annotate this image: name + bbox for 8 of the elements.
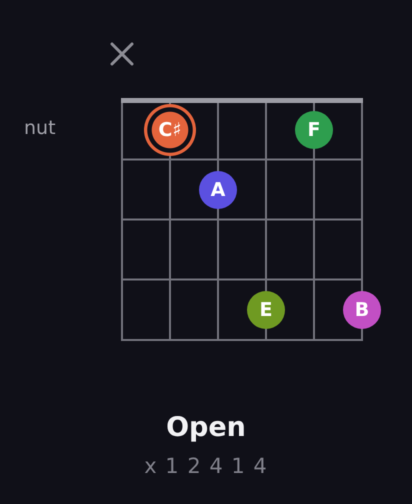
root-note-dot: C♯ (144, 104, 196, 156)
note-dot: E (247, 291, 285, 329)
note-dot: F (295, 111, 333, 149)
nut-label: nut (24, 118, 56, 140)
note-dot: A (199, 171, 237, 209)
note-dot: B (343, 291, 381, 329)
chord-title: Open (166, 412, 246, 444)
finger-numbers: x 1 2 4 1 4 (144, 454, 268, 478)
